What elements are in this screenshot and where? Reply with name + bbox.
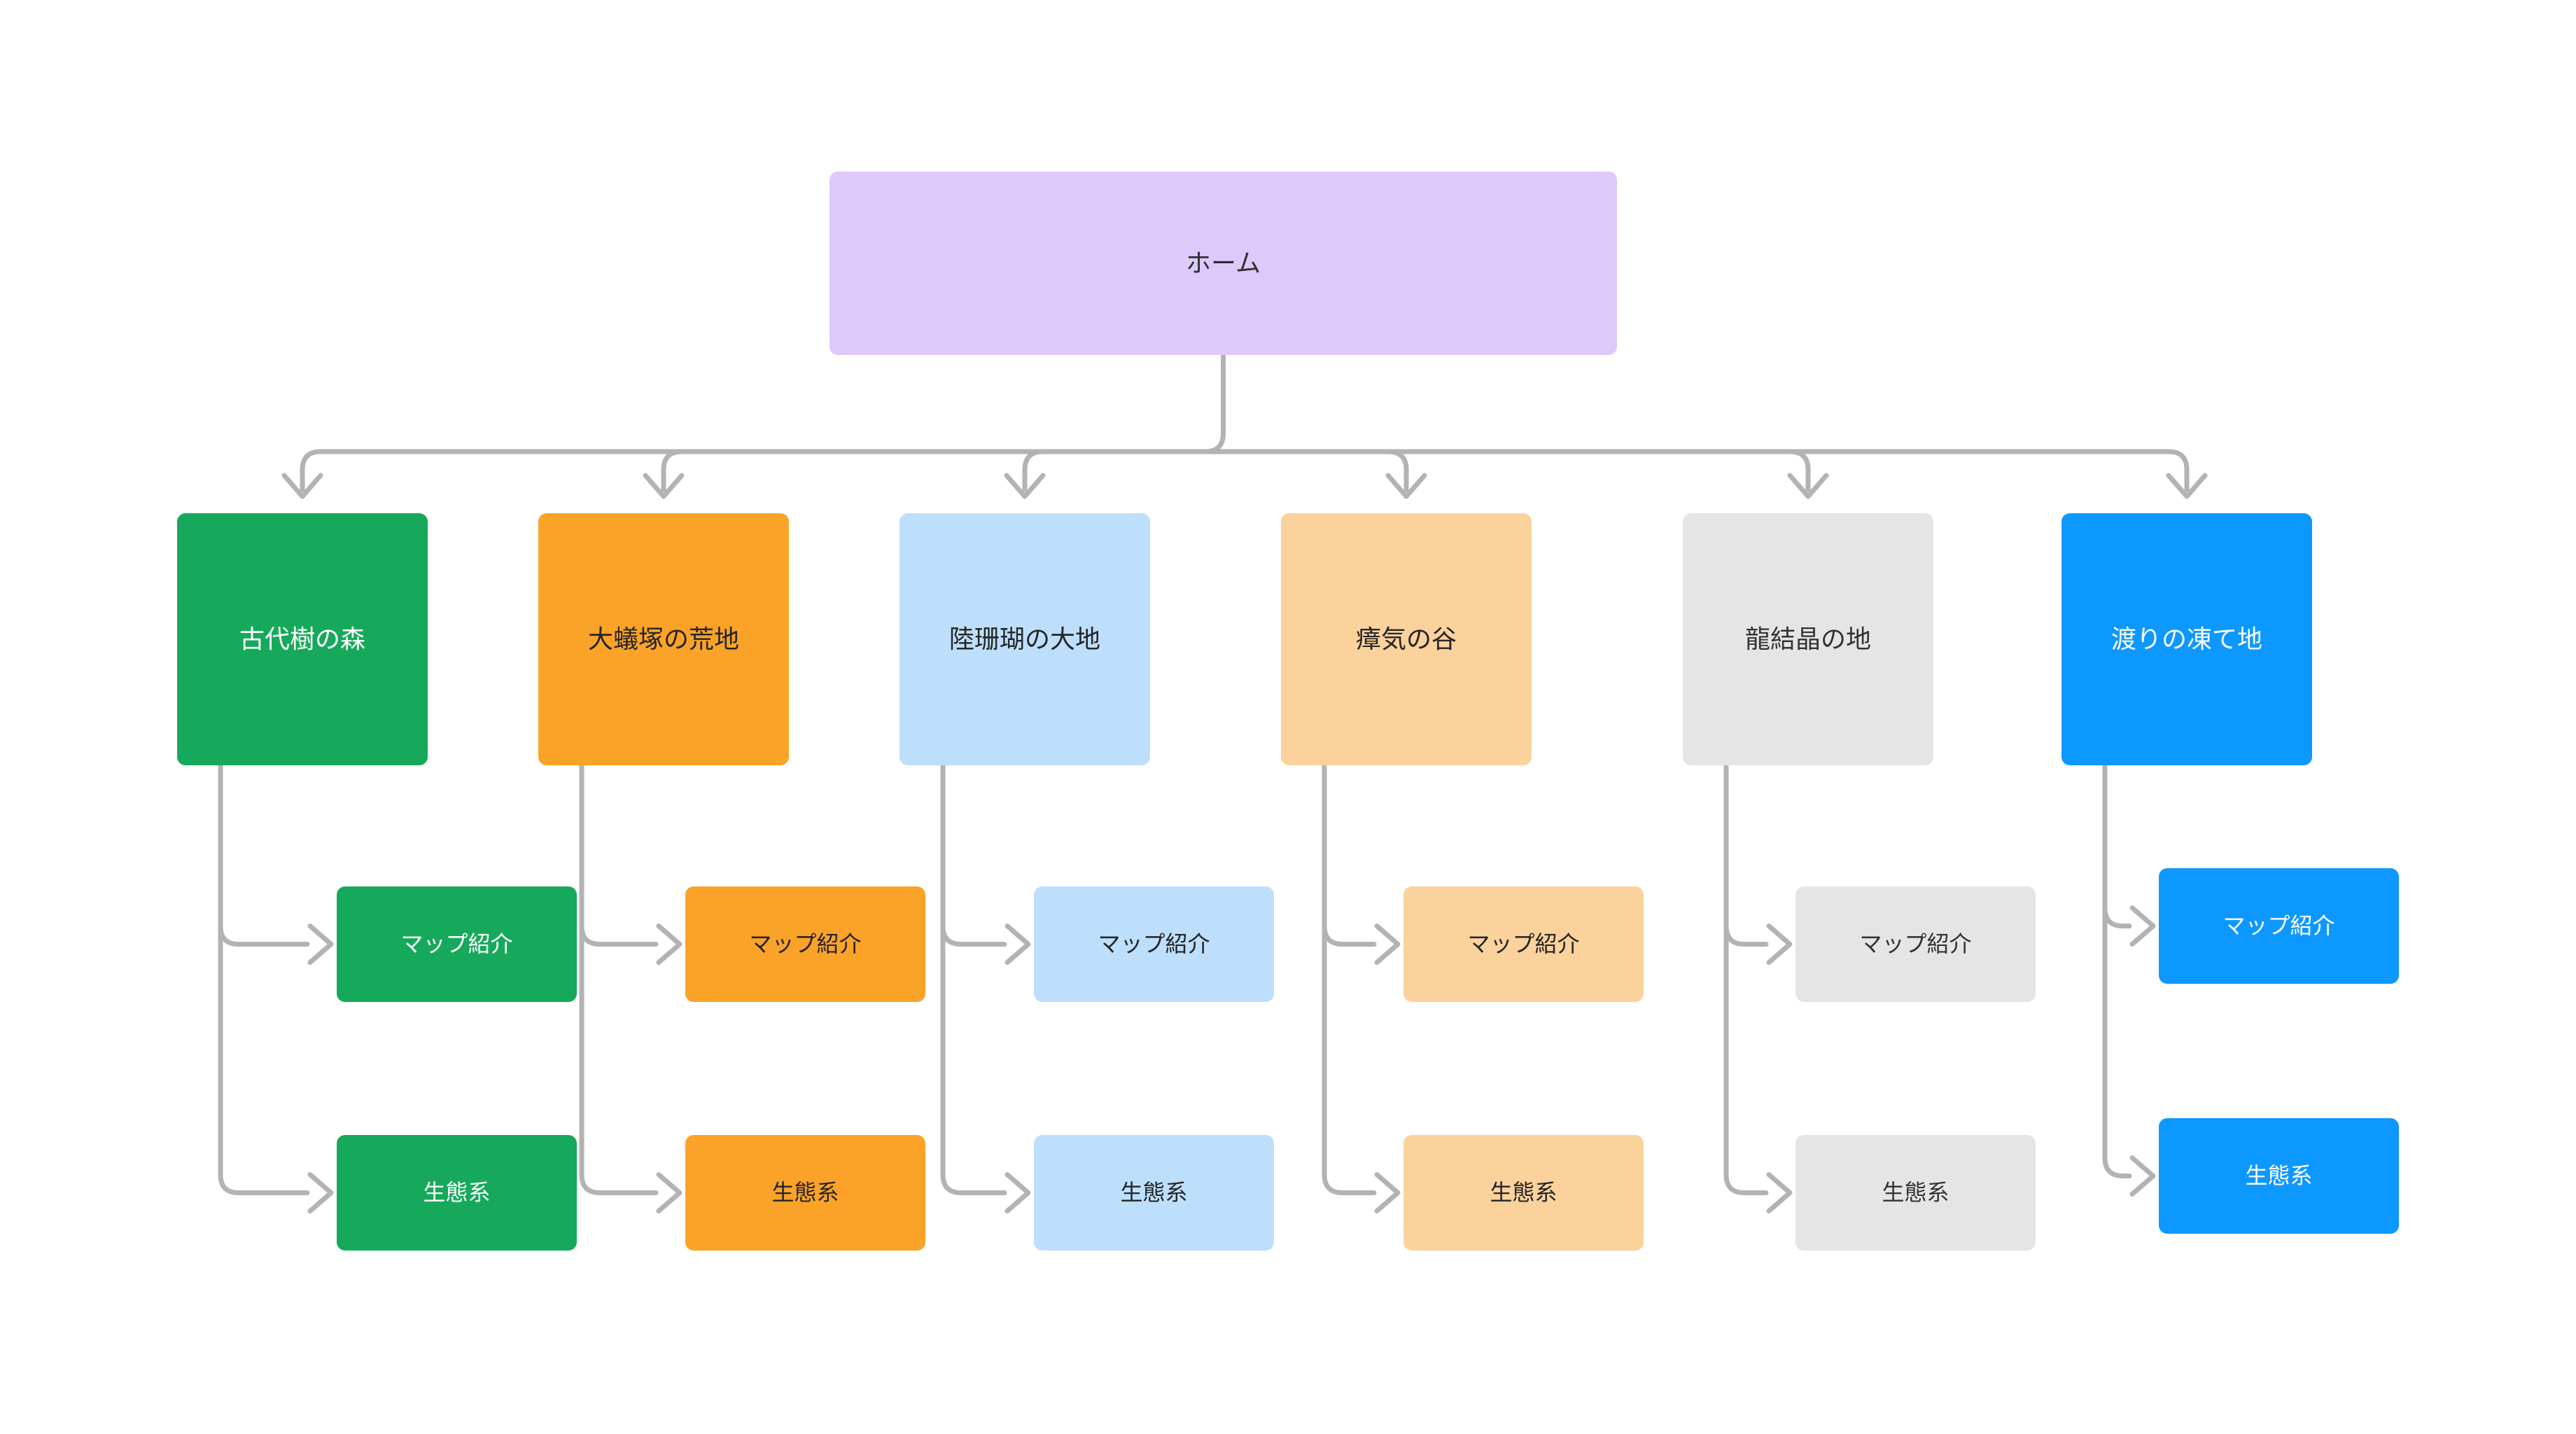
edge-branch-coral-highlands-to-child-coral-highlands-map bbox=[940, 763, 1007, 947]
arrow-right-icon bbox=[1766, 924, 1793, 965]
node-child-elders-recess-map-label: マップ紹介 bbox=[1859, 931, 1972, 956]
edge-root-to-branch-coral-highlands bbox=[1022, 449, 1046, 492]
arrow-right-icon bbox=[1004, 924, 1031, 965]
node-branch-hoarfrost-reach-label: 渡りの凍て地 bbox=[2110, 624, 2262, 653]
node-child-rotten-vale-eco[interactable]: 生態系 bbox=[1404, 1135, 1644, 1251]
node-child-wildspire-waste-map[interactable]: マップ紹介 bbox=[685, 886, 925, 1002]
node-branch-rotten-vale[interactable]: 瘴気の谷 bbox=[1281, 513, 1532, 765]
edge-root-to-branch-hoarfrost-reach bbox=[2166, 449, 2190, 492]
node-child-ancient-forest-map[interactable]: マップ紹介 bbox=[337, 886, 577, 1002]
node-child-coral-highlands-eco-label: 生態系 bbox=[1120, 1179, 1188, 1205]
node-child-hoarfrost-reach-map-label: マップ紹介 bbox=[2222, 912, 2335, 938]
edge-branch-ancient-forest-to-child-ancient-forest-map bbox=[218, 763, 310, 947]
edge-root-to-branch-elders-recess bbox=[1787, 449, 1811, 492]
node-branch-ancient-forest-label: 古代樹の森 bbox=[239, 624, 365, 653]
node-child-ancient-forest-map-label: マップ紹介 bbox=[400, 931, 513, 956]
arrow-right-icon bbox=[2129, 1155, 2156, 1197]
edge-branch-wildspire-waste-to-child-wildspire-waste-eco bbox=[579, 763, 659, 1195]
edge-root-stem bbox=[1203, 352, 1226, 454]
node-branch-wildspire-waste[interactable]: 大蟻塚の荒地 bbox=[538, 513, 789, 765]
arrow-down-icon bbox=[643, 473, 685, 499]
node-child-wildspire-waste-eco[interactable]: 生態系 bbox=[685, 1135, 925, 1251]
node-child-wildspire-waste-eco-label: 生態系 bbox=[771, 1179, 839, 1205]
node-child-rotten-vale-eco-label: 生態系 bbox=[1490, 1179, 1558, 1205]
node-branch-elders-recess-label: 龍結晶の地 bbox=[1744, 624, 1871, 653]
arrow-right-icon bbox=[1374, 924, 1401, 965]
arrow-right-icon bbox=[2129, 905, 2156, 947]
node-child-elders-recess-map[interactable]: マップ紹介 bbox=[1795, 886, 2036, 1002]
arrow-right-icon bbox=[307, 924, 334, 965]
node-home[interactable]: ホーム bbox=[830, 172, 1617, 355]
arrow-right-icon bbox=[1004, 1172, 1031, 1213]
node-child-hoarfrost-reach-eco[interactable]: 生態系 bbox=[2159, 1118, 2399, 1234]
arrow-right-icon bbox=[307, 1172, 334, 1213]
edge-branch-hoarfrost-reach-to-child-hoarfrost-reach-eco bbox=[2102, 763, 2132, 1178]
edge-branch-wildspire-waste-to-child-wildspire-waste-map bbox=[579, 763, 659, 947]
node-child-ancient-forest-eco[interactable]: 生態系 bbox=[337, 1135, 577, 1251]
edge-branch-ancient-forest-to-child-ancient-forest-eco bbox=[218, 763, 310, 1195]
node-child-elders-recess-eco[interactable]: 生態系 bbox=[1795, 1135, 2036, 1251]
edge-branch-rotten-vale-to-child-rotten-vale-map bbox=[1322, 763, 1377, 947]
arrow-down-icon bbox=[1385, 473, 1427, 499]
edge-branch-elders-recess-to-child-elders-recess-eco bbox=[1723, 763, 1769, 1195]
node-child-coral-highlands-eco[interactable]: 生態系 bbox=[1034, 1135, 1274, 1251]
edge-root-to-branch-wildspire-waste bbox=[661, 449, 685, 492]
arrow-down-icon bbox=[281, 473, 323, 499]
node-child-rotten-vale-map-label: マップ紹介 bbox=[1467, 931, 1580, 956]
edge-branch-rotten-vale-to-child-rotten-vale-eco bbox=[1322, 763, 1377, 1195]
node-child-coral-highlands-map[interactable]: マップ紹介 bbox=[1034, 886, 1274, 1002]
node-child-rotten-vale-map[interactable]: マップ紹介 bbox=[1404, 886, 1644, 1002]
node-branch-elders-recess[interactable]: 龍結晶の地 bbox=[1683, 513, 1933, 765]
node-child-hoarfrost-reach-map[interactable]: マップ紹介 bbox=[2159, 868, 2399, 984]
node-branch-rotten-vale-label: 瘴気の谷 bbox=[1355, 624, 1457, 653]
node-child-ancient-forest-eco-label: 生態系 bbox=[423, 1179, 491, 1205]
node-branch-hoarfrost-reach[interactable]: 渡りの凍て地 bbox=[2062, 513, 2312, 765]
arrow-right-icon bbox=[656, 924, 682, 965]
edge-root-to-branch-rotten-vale bbox=[1385, 449, 1409, 492]
arrow-down-icon bbox=[2166, 473, 2208, 499]
arrow-right-icon bbox=[656, 1172, 682, 1213]
arrow-right-icon bbox=[1374, 1172, 1401, 1213]
node-branch-coral-highlands[interactable]: 陸珊瑚の大地 bbox=[899, 513, 1150, 765]
node-branch-wildspire-waste-label: 大蟻塚の荒地 bbox=[587, 624, 739, 653]
node-child-coral-highlands-map-label: マップ紹介 bbox=[1098, 931, 1210, 956]
node-branch-coral-highlands-label: 陸珊瑚の大地 bbox=[948, 624, 1100, 653]
arrow-down-icon bbox=[1004, 473, 1046, 499]
edge-root-to-branch-ancient-forest bbox=[300, 449, 323, 492]
edge-branch-coral-highlands-to-child-coral-highlands-eco bbox=[940, 763, 1007, 1195]
node-child-hoarfrost-reach-eco-label: 生態系 bbox=[2245, 1162, 2313, 1188]
node-branch-ancient-forest[interactable]: 古代樹の森 bbox=[177, 513, 428, 765]
node-home-label: ホーム bbox=[1186, 248, 1261, 277]
arrow-down-icon bbox=[1787, 473, 1829, 499]
arrow-right-icon bbox=[1766, 1172, 1793, 1213]
node-child-wildspire-waste-map-label: マップ紹介 bbox=[749, 931, 862, 956]
node-child-elders-recess-eco-label: 生態系 bbox=[1882, 1179, 1949, 1205]
edge-branch-elders-recess-to-child-elders-recess-map bbox=[1723, 763, 1769, 947]
edge-branch-hoarfrost-reach-to-child-hoarfrost-reach-map bbox=[2102, 763, 2132, 928]
